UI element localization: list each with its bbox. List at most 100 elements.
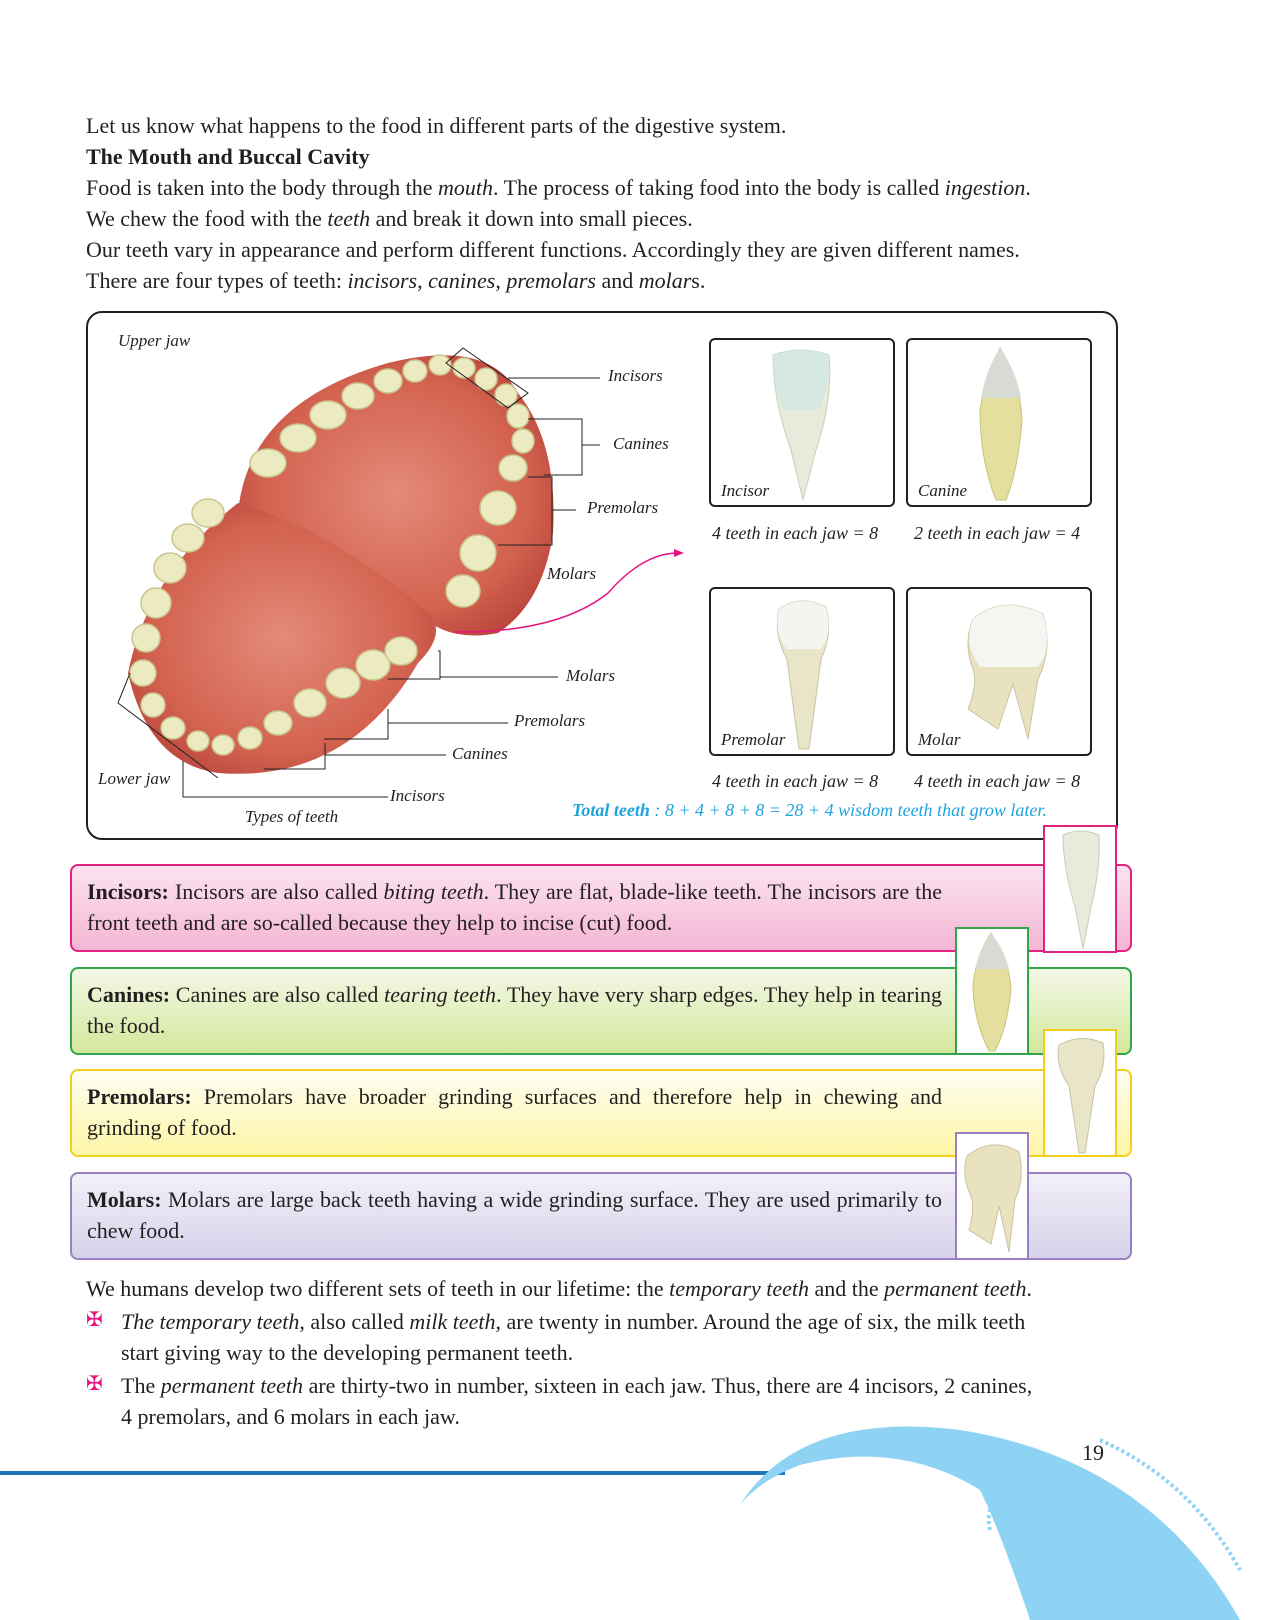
intro-line: We chew the food with the teeth and brea… (86, 205, 693, 233)
molars-text: Molars: Molars are large back teeth havi… (87, 1184, 942, 1246)
italic-term: permanent teeth (160, 1373, 304, 1398)
page-number: 19 (1082, 1440, 1104, 1465)
text-run: Incisors are also called (168, 879, 384, 904)
italic-term: molar (638, 268, 692, 293)
premolar-count: 4 teeth in each jaw = 8 (712, 771, 879, 791)
text-run: Food is taken into the body through the (86, 175, 438, 200)
text-run: Let us know what happens to the food in … (86, 113, 787, 138)
section-heading: The Mouth and Buccal Cavity (86, 143, 370, 171)
premolar-thumbnail (1043, 1029, 1117, 1157)
label-incisors-upper: Incisors (608, 366, 663, 385)
italic-term: incisors (347, 268, 418, 293)
text-run: Premolars have broader grinding surfaces… (87, 1084, 942, 1140)
text-run: We chew the food with the (86, 206, 328, 231)
canines-text: Canines: Canines are also called tearing… (87, 979, 942, 1041)
text-run: , (495, 268, 507, 293)
canine-image (979, 346, 1023, 501)
molar-name: Molar (918, 730, 961, 749)
total-label: Total teeth (572, 800, 650, 820)
label-premolars-upper: Premolars (587, 498, 659, 517)
figure-caption: Types of teeth (245, 807, 339, 826)
bold-term: Molars: (87, 1187, 162, 1212)
bullet-item: The permanent teeth are thirty-two in nu… (121, 1372, 1032, 1400)
molar-card: Molar (906, 587, 1092, 756)
text-run: Our teeth vary in appearance and perform… (86, 237, 1020, 262)
text-run: The (121, 1373, 161, 1398)
label-leader-lines (117, 347, 600, 798)
lower-jaw-label: Lower jaw (98, 769, 171, 788)
italic-term: temporary teeth (669, 1276, 810, 1301)
text-run: start giving way to the developing perma… (121, 1340, 574, 1365)
italic-term: teeth (327, 206, 371, 231)
jaw-illustration (117, 347, 684, 798)
text-run: , (417, 268, 429, 293)
italic-term: ingestion (944, 175, 1026, 200)
italic-term: mouth (437, 175, 493, 200)
incisors-text: Incisors: Incisors are also called bitin… (87, 876, 942, 938)
text-run: and (595, 268, 639, 293)
bullet-item-cont: 4 premolars, and 6 molars in each jaw. (121, 1403, 460, 1431)
text-run: , also called (299, 1309, 410, 1334)
bullet-item-cont: start giving way to the developing perma… (121, 1339, 573, 1367)
incisor-name: Incisor (721, 481, 770, 500)
text-run: We humans develop two different sets of … (86, 1276, 670, 1301)
label-premolars-lower: Premolars (514, 711, 586, 730)
label-incisors-lower: Incisors (390, 786, 445, 805)
text-run: Molars are large back teeth having a wid… (87, 1187, 942, 1243)
bold-term: Incisors: (87, 879, 169, 904)
text-run: . (1025, 175, 1031, 200)
premolar-image (776, 600, 830, 750)
text-run: . The process of taking food into the bo… (492, 175, 945, 200)
pointer-arrow (453, 552, 679, 633)
intro-line: Let us know what happens to the food in … (86, 112, 786, 140)
outro-line: We humans develop two different sets of … (86, 1275, 1032, 1303)
italic-term: premolars (506, 268, 596, 293)
text-run: and the (809, 1276, 885, 1301)
italic-term: The temporary teeth (121, 1309, 300, 1334)
label-canines-upper: Canines (613, 434, 669, 453)
intro-line: Food is taken into the body through the … (86, 174, 1031, 202)
intro-line: Our teeth vary in appearance and perform… (86, 236, 1020, 264)
bold-term: Canines: (87, 982, 171, 1007)
total-teeth: Total teeth : 8 + 4 + 8 + 8 = 28 + 4 wis… (572, 800, 1047, 821)
incisor-count: 4 teeth in each jaw = 8 (712, 523, 879, 543)
text-run: . They have very sharp edges. They help … (87, 982, 942, 1038)
label-molars-lower: Molars (566, 666, 616, 685)
italic-term: biting teeth (383, 879, 484, 904)
canine-thumbnail (955, 927, 1029, 1055)
intro-line: There are four types of teeth: incisors,… (86, 267, 705, 295)
footer-wave (0, 1426, 1242, 1620)
italic-term: canines (428, 268, 496, 293)
molar-count: 4 teeth in each jaw = 8 (914, 771, 1081, 791)
teeth-figure: Upper jaw Incisors Canines Premolars Mol… (86, 311, 1118, 840)
total-text: : 8 + 4 + 8 + 8 = 28 + 4 wisdom teeth th… (649, 800, 1047, 820)
maltese-cross-icon: ✠ (86, 1309, 103, 1331)
text-run: . (1026, 1276, 1033, 1301)
bold-term: Premolars: (87, 1084, 192, 1109)
premolars-text: Premolars: Premolars have broader grindi… (87, 1081, 942, 1143)
label-canines-lower: Canines (452, 744, 508, 763)
text-run: 4 premolars, and 6 molars in each jaw. (121, 1404, 460, 1429)
italic-term: permanent teeth (884, 1276, 1027, 1301)
molar-image (967, 604, 1048, 740)
text-run: and break it down into small pieces. (370, 206, 693, 231)
text-run: There are four types of teeth: (86, 268, 348, 293)
italic-term: tearing teeth (384, 982, 497, 1007)
label-molars-upper: Molars (547, 564, 597, 583)
canine-name: Canine (918, 481, 968, 500)
incisor-thumbnail (1043, 825, 1117, 953)
molar-thumbnail (955, 1132, 1029, 1260)
bold-term: The Mouth and Buccal Cavity (86, 144, 370, 169)
incisor-card: Incisor (709, 338, 895, 507)
text-run: , are twenty in number. Around the age o… (495, 1309, 1026, 1334)
canine-count: 2 teeth in each jaw = 4 (914, 523, 1081, 543)
premolar-card: Premolar (709, 587, 895, 756)
canine-card: Canine (906, 338, 1092, 507)
text-run: are thirty-two in number, sixteen in eac… (303, 1373, 1033, 1398)
bullet-item: The temporary teeth, also called milk te… (121, 1308, 1025, 1336)
incisor-image (772, 349, 831, 501)
text-run: Canines are also called (170, 982, 385, 1007)
upper-jaw-label: Upper jaw (118, 331, 191, 350)
premolar-name: Premolar (721, 730, 786, 749)
text-run: . They are flat, blade-like teeth. The i… (87, 879, 942, 935)
